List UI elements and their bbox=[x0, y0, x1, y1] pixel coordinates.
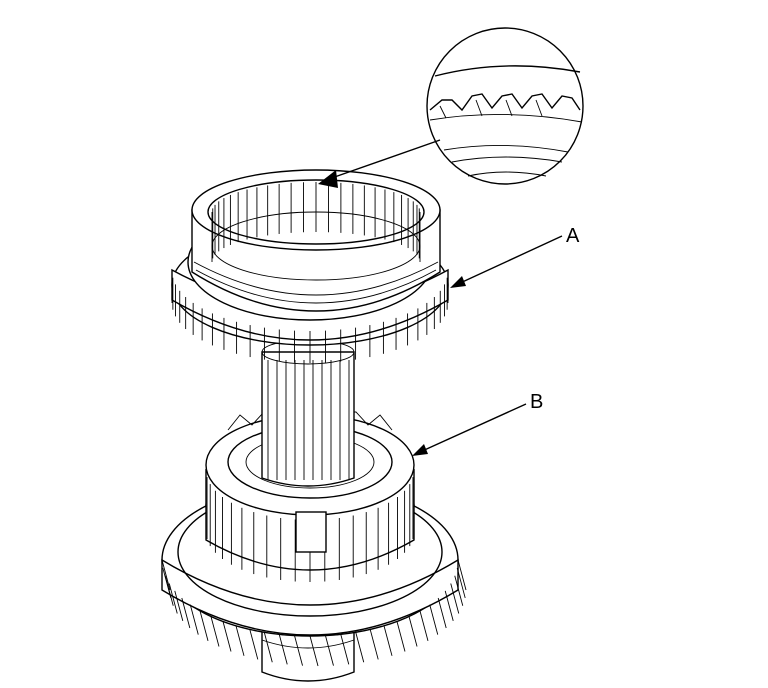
synchro-ring bbox=[191, 169, 441, 312]
leader-arrow-b bbox=[412, 403, 527, 456]
callout-label-a: A bbox=[566, 225, 580, 247]
leader-arrow-a bbox=[450, 235, 563, 288]
shaft-stub-bottom bbox=[261, 627, 355, 682]
splined-main-shaft bbox=[261, 339, 355, 487]
detail-magnifier bbox=[426, 27, 584, 185]
detail-leader-arrow bbox=[318, 139, 441, 188]
callout-label-b: B bbox=[530, 391, 544, 413]
